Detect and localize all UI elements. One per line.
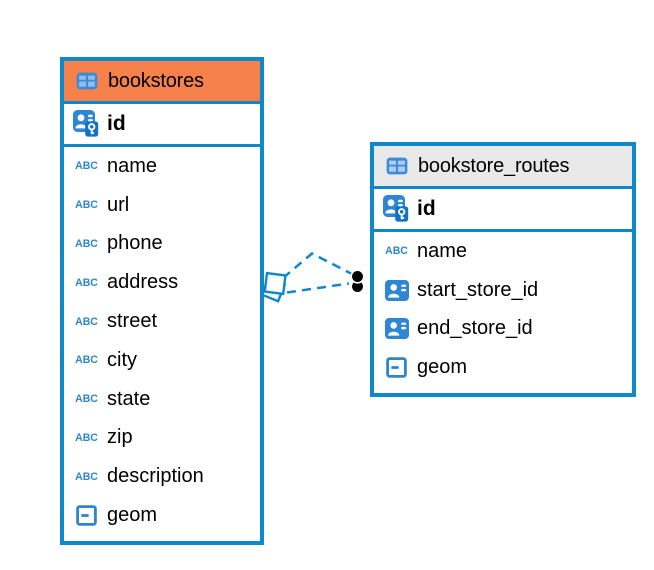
column-row[interactable]: geom: [374, 348, 632, 387]
foreign-key-icon: [383, 318, 410, 340]
column-label: name: [107, 154, 158, 177]
foreign-key-icon: [383, 279, 410, 301]
text-icon: ABC: [75, 431, 98, 445]
text-icon: ABC: [385, 245, 408, 258]
column-label: geom: [417, 356, 468, 379]
relationship-line-bent[interactable]: [282, 252, 352, 279]
text-icon: ABC: [75, 470, 98, 484]
column-row[interactable]: ABC state: [64, 380, 260, 419]
text-icon: ABC: [75, 198, 98, 212]
column-row[interactable]: ABC name: [64, 147, 260, 186]
text-icon: ABC: [75, 392, 98, 406]
text-icon: ABC: [75, 276, 98, 290]
table-icon: [73, 72, 100, 90]
column-row[interactable]: ABC description: [64, 457, 260, 496]
column-row[interactable]: geom: [64, 496, 260, 535]
text-icon: ABC: [75, 237, 98, 251]
column-label: city: [107, 348, 137, 371]
primary-key-section: id: [64, 104, 260, 147]
relationship-line-straight[interactable]: [286, 282, 350, 294]
table-bookstore-routes[interactable]: bookstore_routes id ABC name start_store_i…: [370, 142, 636, 397]
table-header[interactable]: bookstores: [64, 61, 260, 104]
table-icon: [383, 157, 410, 175]
column-label: street: [107, 310, 158, 333]
column-label: state: [107, 387, 151, 410]
column-label: address: [107, 271, 179, 294]
column-row[interactable]: ABC phone: [64, 225, 260, 264]
column-row[interactable]: ABC url: [64, 186, 260, 225]
column-row[interactable]: ABC zip: [64, 419, 260, 458]
table-title: bookstore_routes: [418, 154, 570, 177]
primary-key-icon: [383, 195, 410, 223]
column-label: description: [107, 465, 204, 488]
column-label: id: [417, 197, 436, 220]
table-title: bookstores: [108, 69, 204, 92]
column-label: name: [417, 239, 468, 262]
relationship-source-anchor-icon: [260, 271, 287, 303]
column-label: start_store_id: [417, 278, 539, 301]
primary-key-section: id: [374, 189, 632, 232]
column-label: zip: [107, 426, 133, 449]
text-icon: ABC: [75, 160, 98, 173]
geometry-icon: [73, 505, 100, 526]
column-label: phone: [107, 232, 163, 255]
text-icon: ABC: [75, 354, 98, 367]
column-row[interactable]: ABC street: [64, 302, 260, 341]
column-label: end_store_id: [417, 317, 533, 340]
column-label: geom: [107, 504, 158, 527]
geometry-icon: [383, 357, 410, 379]
column-label: url: [107, 193, 130, 216]
primary-key-icon: [73, 110, 100, 138]
primary-key-row[interactable]: id: [374, 189, 632, 232]
text-icon: ABC: [75, 315, 98, 328]
column-row[interactable]: ABC city: [64, 341, 260, 380]
column-row[interactable]: ABC name: [374, 232, 632, 271]
column-row[interactable]: end_store_id: [374, 310, 632, 349]
primary-key-row[interactable]: id: [64, 104, 260, 147]
column-label: id: [107, 112, 126, 135]
relationship-target-anchor-icon: [350, 269, 365, 294]
table-header[interactable]: bookstore_routes: [374, 146, 632, 189]
column-row[interactable]: ABC address: [64, 263, 260, 302]
column-row[interactable]: start_store_id: [374, 271, 632, 310]
